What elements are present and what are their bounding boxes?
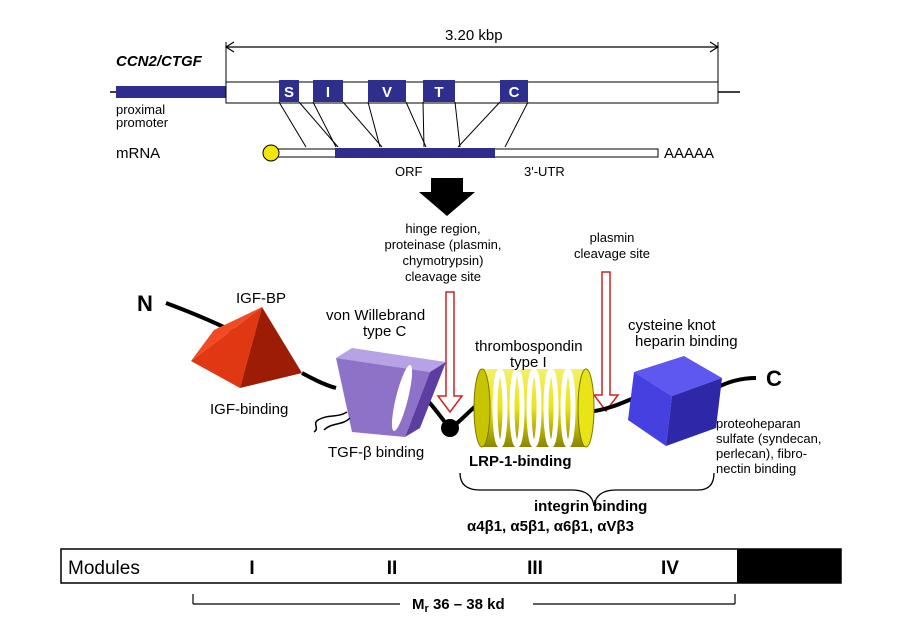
svg-text:proteinase (plasmin,: proteinase (plasmin, [384,237,501,252]
gene-length-label: 3.20 kbp [445,27,503,44]
polya-label: AAAAA [664,145,714,162]
gene-structure: CCN2/CTGF 3.20 kbp S I V T C [110,27,740,148]
ck-label-line2: heparin binding [635,333,738,350]
c-terminus-label: C [766,366,782,391]
ck-label-line1: cysteine knot [628,317,716,334]
translation-arrow-icon [419,178,475,216]
integrin-binding-label: integrin binding [534,498,647,515]
svg-text:sulfate (syndecan,: sulfate (syndecan, [716,431,822,446]
svg-text:hinge region,: hinge region, [405,221,480,236]
module-IV: IV [661,558,679,579]
mass-bracket: Mr 36 – 38 kd [192,594,736,615]
svg-text:nectin binding: nectin binding [716,461,796,476]
igf-binding-label: IGF-binding [210,401,288,418]
vwc-label-line2: type C [363,323,407,340]
plasmin-cleavage-arrow-icon [592,271,620,413]
tsp-label-line2: type I [510,354,547,371]
mrna-structure: mRNA ORF 3'-UTR AAAAA [116,144,714,179]
svg-text:proteoheparan: proteoheparan [716,416,801,431]
exon-C: C [500,80,528,102]
promoter-label-line2: promoter [116,115,169,130]
molecular-mass-label: Mr 36 – 38 kd [412,596,505,615]
svg-text:plasmin: plasmin [590,230,635,245]
promoter-label-line1: proximal [116,102,165,117]
cysteine-knot-module-icon [628,356,722,446]
integrin-types-label: α4β1, α5β1, α6β1, αVβ3 [467,518,634,535]
cap-icon [262,144,280,162]
promoter-bar [116,86,226,98]
glycan-squiggle-icon-2 [323,417,351,431]
tgf-binding-label: TGF-β binding [328,444,424,461]
plasmin-annotation: plasmin cleavage site [574,230,650,261]
c-term-chain [715,376,757,390]
hinge-cleavage-arrow-icon [436,291,464,414]
modules-label: Modules [68,558,140,579]
module-I: I [249,558,254,579]
glycan-squiggle-icon [313,411,348,433]
gene-name: CCN2/CTGF [116,53,203,70]
svg-text:C: C [509,84,520,101]
svg-text:perlecan), fibro-: perlecan), fibro- [716,446,807,461]
tsp-module-icon [473,368,595,448]
vwc-module-icon [336,348,446,437]
svg-text:S: S [284,84,294,101]
svg-text:cleavage site: cleavage site [574,246,650,261]
svg-text:chymotrypsin): chymotrypsin) [403,253,484,268]
vwc-label-line1: von Willebrand [326,307,425,324]
module-II: II [387,558,398,579]
module-III: III [527,558,543,579]
orf-bar [335,148,495,158]
svg-text:I: I [326,84,330,101]
orf-label: ORF [395,164,423,179]
splice-lines [278,101,529,148]
exon-T: T [423,80,455,102]
proteoheparan-annotation: proteoheparan sulfate (syndecan, perleca… [716,416,822,476]
igfbp-label: IGF-BP [236,290,286,307]
c-terminal-block [737,549,841,583]
hinge-dot [441,419,459,437]
igfbp-module-icon [191,307,302,388]
modules-bar-frame [60,548,842,584]
svg-text:cleavage site: cleavage site [405,269,481,284]
utr-label: 3'-UTR [524,164,565,179]
svg-text:T: T [434,84,443,101]
svg-text:V: V [382,84,392,101]
protein-structure: N C IGF-BP IGF-binding von Willebrand ty… [137,290,822,476]
gene-body [225,81,719,104]
tsp-label-line1: thrombospondin [475,338,583,355]
modules-bar: Modules I II III IV [60,548,842,584]
n-terminus-label: N [137,291,153,316]
exon-V: V [368,80,406,102]
integrin-bracket [459,472,715,507]
exon-I: I [313,80,343,102]
hinge-annotation: hinge region, proteinase (plasmin, chymo… [384,221,501,284]
linker-1 [301,371,337,390]
exon-S: S [279,80,299,102]
mrna-label: mRNA [116,145,160,162]
lrp-binding-label: LRP-1-binding [469,453,571,470]
